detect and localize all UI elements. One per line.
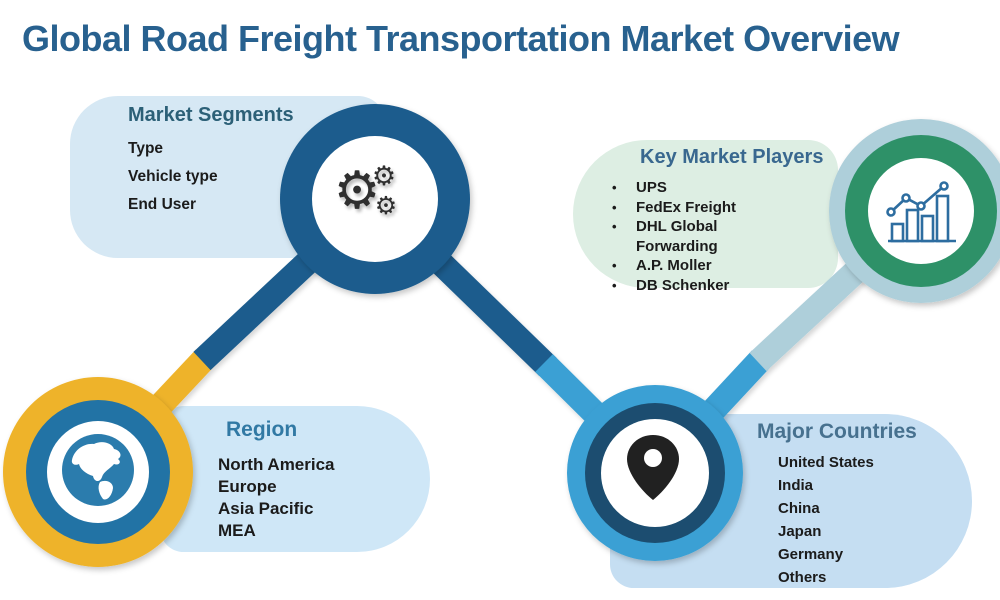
market-segments-heading: Market Segments xyxy=(128,104,294,126)
list-item: Germany xyxy=(778,546,844,563)
major-countries-list: United States India China Japan Germany … xyxy=(757,451,972,589)
list-item: Europe xyxy=(218,477,277,496)
bullet-icon: • xyxy=(612,258,617,273)
list-item: Type xyxy=(128,140,164,157)
list-item: • DB Schenker xyxy=(573,276,838,296)
bullet-icon: • xyxy=(612,277,617,293)
list-item: Others xyxy=(778,569,827,586)
list-item: Vehicle type xyxy=(128,168,218,185)
bullet-icon: • xyxy=(612,180,617,195)
list-item: China xyxy=(778,500,820,517)
list-item: • A.P. Moller xyxy=(573,256,838,276)
list-item: MEA xyxy=(218,521,256,540)
region-list: North America Europe Asia Pacific MEA xyxy=(218,454,430,542)
list-item: • UPS xyxy=(573,178,838,198)
key-market-players-circle xyxy=(829,119,1000,303)
list-item: End User xyxy=(128,196,197,213)
key-market-players-box: Key Market Players • UPS • FedEx Freight… xyxy=(573,140,838,294)
page-title: Global Road Freight Transportation Marke… xyxy=(22,18,900,59)
market-segments-list: Type Vehicle type End User xyxy=(128,135,386,219)
growth-chart-icon xyxy=(886,181,956,243)
market-segments-box: Market Segments Type Vehicle type End Us… xyxy=(70,96,386,258)
globe-icon xyxy=(62,434,134,506)
bullet-icon: • xyxy=(612,199,617,215)
major-countries-box: Major Countries United States India Chin… xyxy=(610,414,972,588)
bullet-icon: • xyxy=(612,219,617,234)
list-item: North America xyxy=(218,455,335,474)
key-market-players-heading: Key Market Players xyxy=(640,146,824,168)
list-item: Asia Pacific xyxy=(218,499,314,518)
key-market-players-list: • UPS • FedEx Freight • DHL Global Forwa… xyxy=(573,178,838,295)
list-item: • FedEx Freight xyxy=(573,198,838,218)
list-item: United States xyxy=(778,454,874,471)
region-box: Region North America Europe Asia Pacific… xyxy=(160,406,430,552)
list-item: • DHL Global Forwarding xyxy=(573,217,838,256)
list-item: Japan xyxy=(778,523,822,540)
list-item: India xyxy=(778,477,814,494)
major-countries-heading: Major Countries xyxy=(757,420,917,443)
region-heading: Region xyxy=(226,418,298,441)
